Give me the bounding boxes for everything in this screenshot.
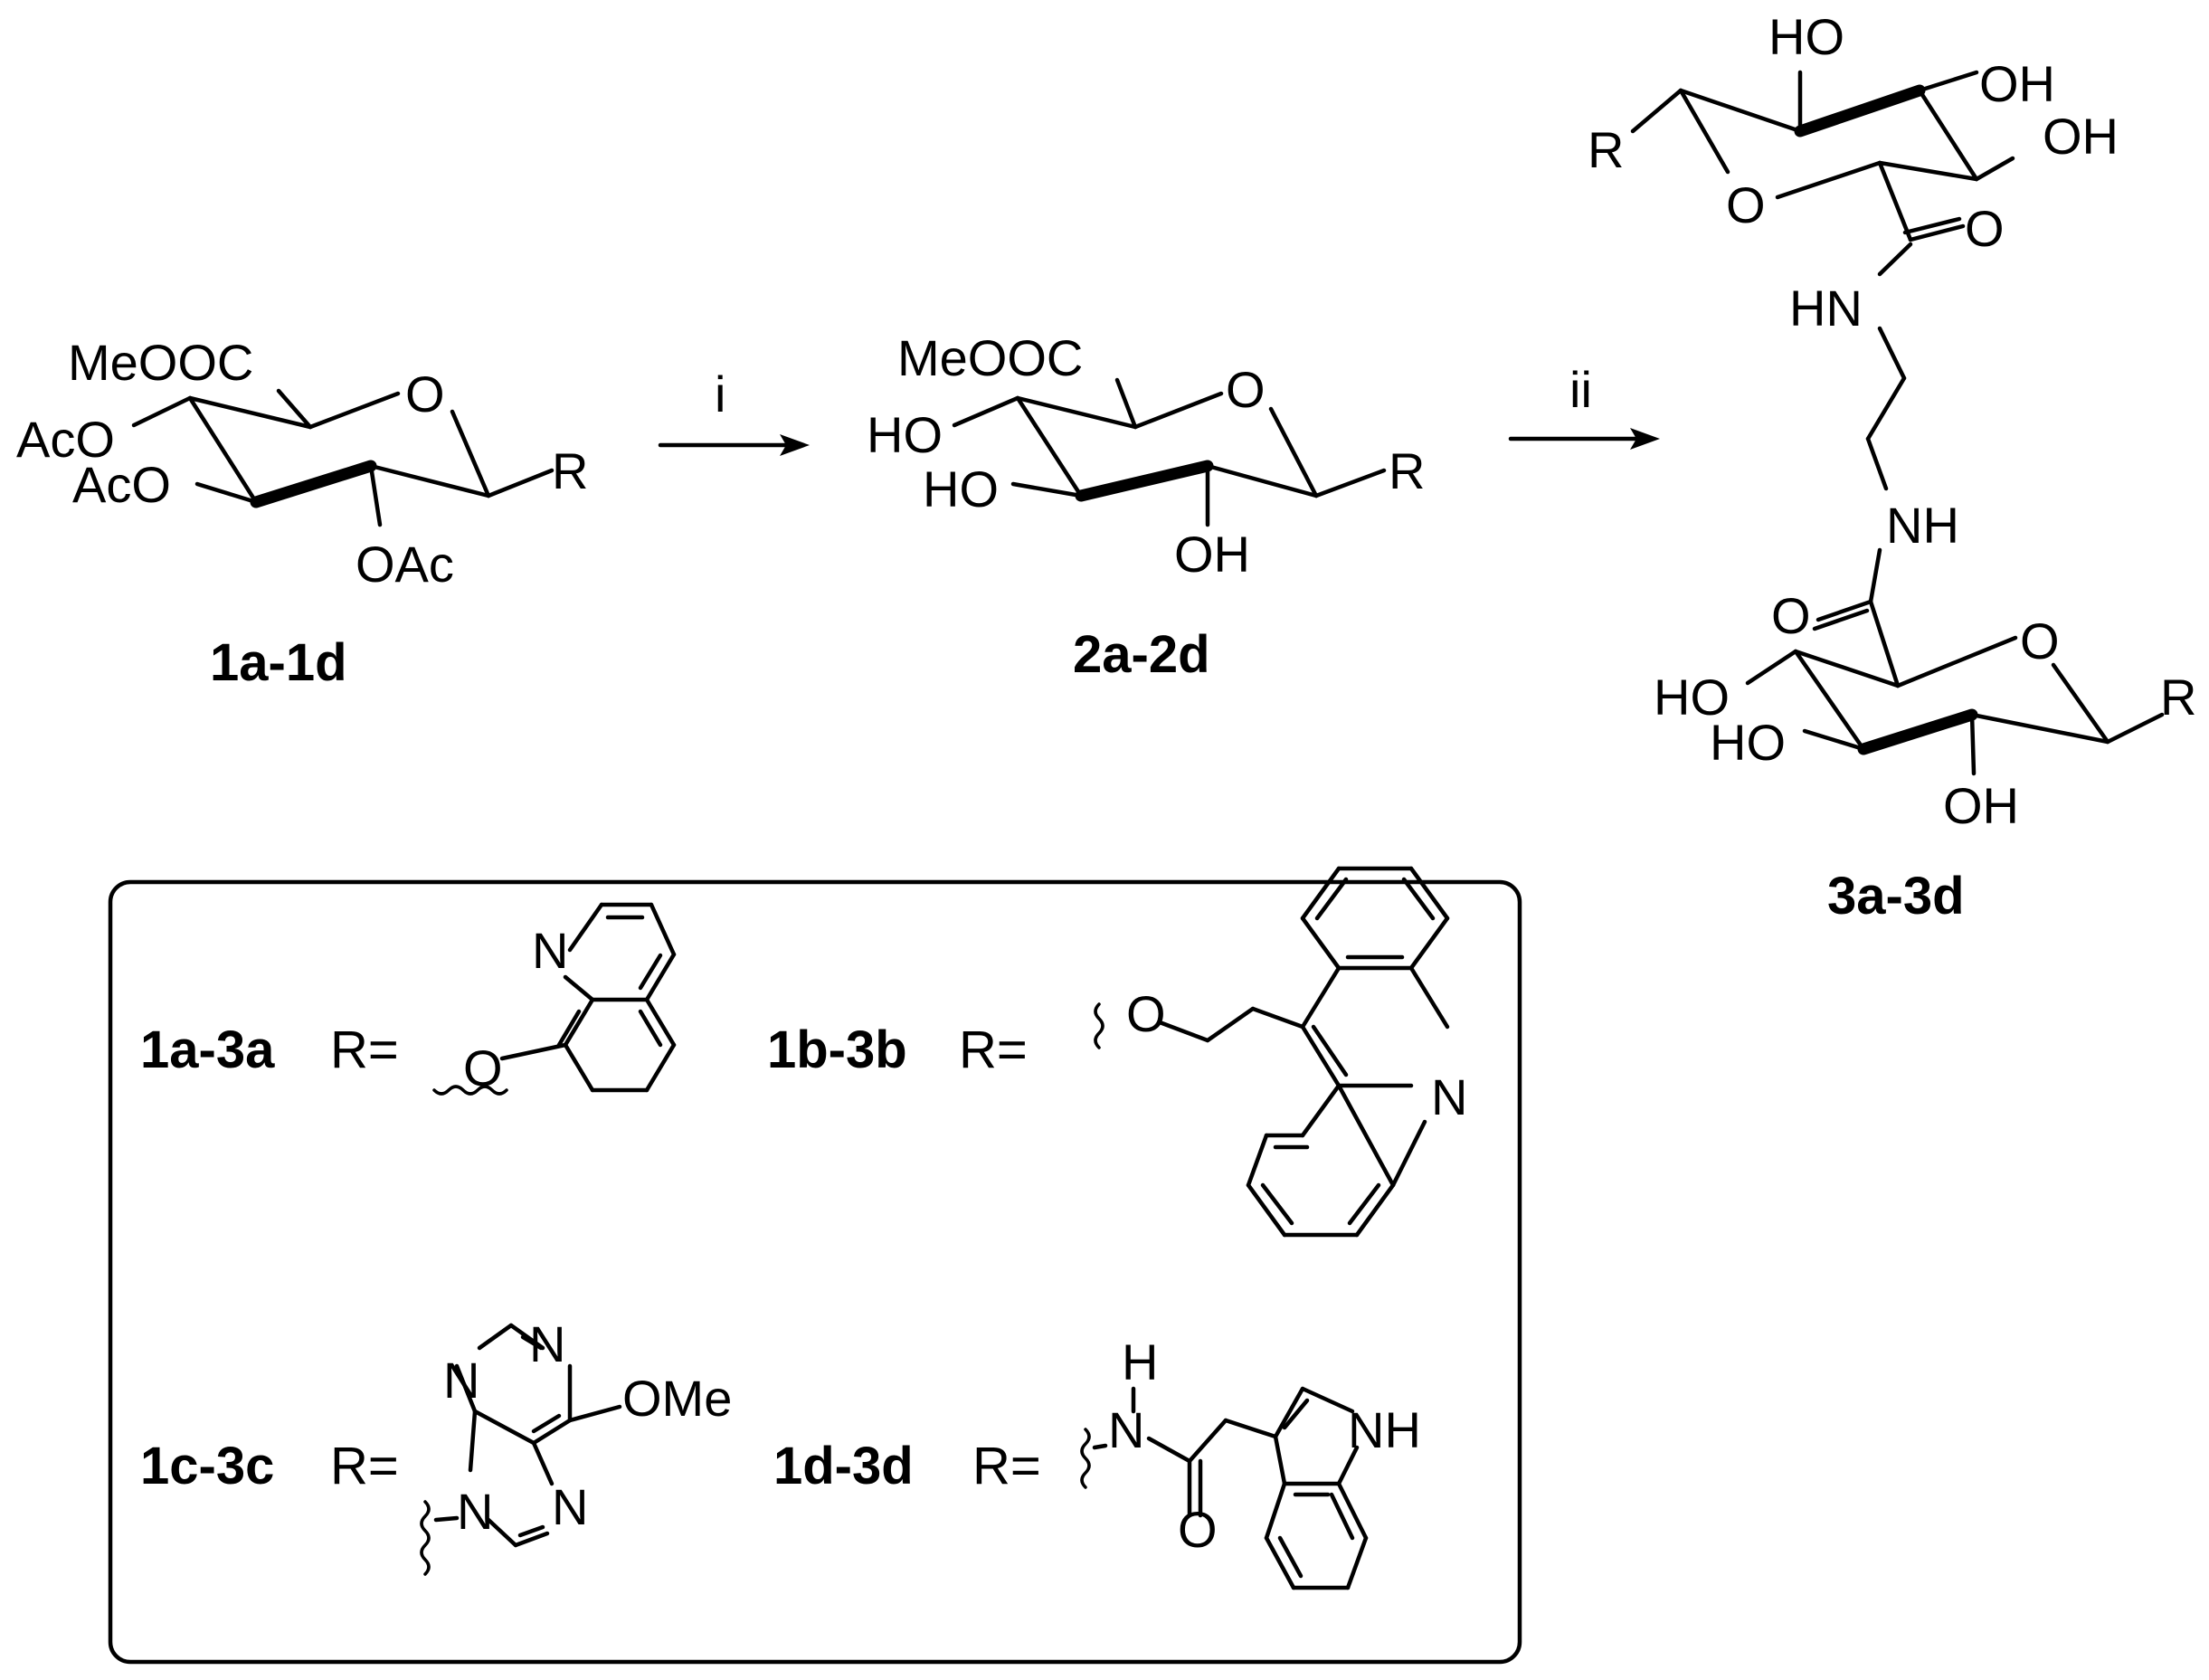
carbonyl-oxygen: O [1178,1501,1218,1558]
compound-label: 2a-2d [1073,625,1210,684]
r-group-1b-3b: 1b-3b R= O N [767,866,1467,1238]
ester-group: MeOOC [897,329,1083,386]
r-group-box [108,879,1522,1665]
r-substituent: R [1389,442,1425,499]
r-substituent-top: R [1588,121,1624,178]
hydroxyl-bottom-middle: HO [1710,714,1786,771]
hydroxyl-bottom-left: HO [1654,669,1730,726]
amide-hydrogen: H [1122,1334,1158,1391]
purine-n7: N [552,1478,588,1535]
carbonyl-oxygen-top: O [1965,200,2005,257]
purine-n3: N [443,1352,479,1409]
series-label: 1d-3d [773,1437,914,1495]
r-group-1a-3a: 1a-3a R= N O [140,902,677,1096]
acetoxy-middle: AcO [72,456,171,513]
attachment-point [432,1085,508,1096]
r-substituent: R [552,442,588,499]
compound-2a-2d: MeOOC O R HO HO OH 2a-2d [867,329,1425,684]
step-label: i [715,365,725,422]
attachment-point [1094,1002,1104,1049]
r-equals: R= [330,1020,399,1079]
reaction-arrow-ii: ii [1508,361,1660,450]
hydroxyl-anomeric: OH [2043,108,2119,165]
r-group-1c-3c: 1c-3c R= N N N N OMe [140,1315,732,1576]
hydroxyl-bottom: OH [1943,777,2019,834]
series-label: 1b-3b [767,1020,907,1079]
amide-nh-top: HN [1789,280,1863,337]
compound-1a-1d: MeOOC O R AcO AcO OAc 1a-1d [16,334,588,692]
compound-3a-3d: R HO OH OH O O HN NH O O HO HO OH R 3a-3… [1588,8,2196,925]
ester-group: MeOOC [68,334,253,391]
series-label: 1c-3c [140,1437,274,1495]
hydroxyl-top: HO [867,406,943,463]
attachment-point [420,1500,431,1576]
ring-oxygen: O [1226,361,1266,418]
r-substituent-bottom: R [2160,669,2196,726]
series-label: 1a-3a [140,1020,275,1079]
compound-label: 1a-1d [210,633,347,692]
hydroxyl-bottom: OH [1174,526,1250,583]
purine-n1: N [529,1315,565,1372]
carbonyl-oxygen-bottom: O [1771,587,1811,644]
ether-oxygen: O [1126,985,1166,1042]
reaction-arrow-i: i [658,365,810,456]
purine-n9: N [457,1483,493,1540]
acridine-nitrogen: N [1431,1068,1467,1125]
attachment-point [1080,1428,1091,1489]
methoxy-group: OMe [622,1370,732,1427]
r-group-1d-3d: 1d-3d R= H N O NH [773,1334,1421,1590]
amide-nitrogen: N [1108,1401,1144,1458]
acetoxy-bottom: OAc [356,536,454,593]
acetoxy-top: AcO [16,411,115,468]
ring-oxygen: O [405,365,445,422]
quinoline-nitrogen: N [532,922,568,979]
ring-oxygen-bottom: O [2020,612,2060,669]
amide-nh-bottom: NH [1886,497,1959,554]
hydroxyl-middle: HO [923,460,999,517]
ring-oxygen-top: O [1726,176,1766,233]
compound-label: 3a-3d [1827,867,1965,925]
hydroxyl-top: HO [1768,8,1844,65]
r-equals: R= [330,1437,399,1495]
step-label: ii [1569,361,1592,418]
hydroxyl-top-right: OH [1979,55,2055,112]
r-equals: R= [959,1020,1028,1079]
r-equals: R= [972,1437,1041,1495]
indole-nh: NH [1348,1401,1421,1458]
